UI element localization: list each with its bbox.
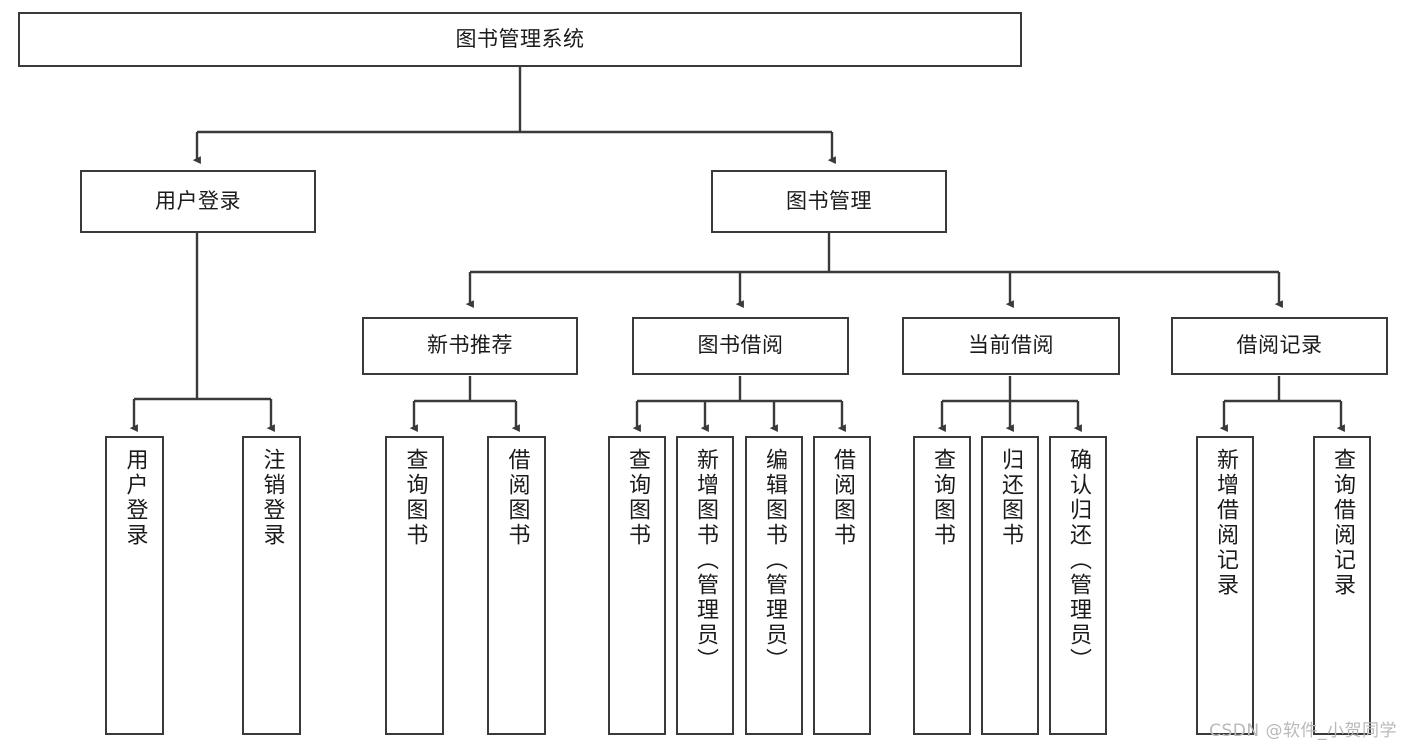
leaf-query-book-borrow[interactable]: 查询图书 [608,436,666,735]
leaf-query-book-current-label: 查询图书 [930,448,955,548]
node-new-book-recommend-label: 新书推荐 [427,333,513,358]
node-new-book-recommend[interactable]: 新书推荐 [362,317,578,375]
leaf-borrow-book-rec[interactable]: 借阅图书 [487,436,546,735]
node-book-manage[interactable]: 图书管理 [711,170,947,233]
leaf-edit-book-admin-label: 编辑图书（管理员） [762,448,787,673]
leaf-query-book-current[interactable]: 查询图书 [913,436,971,735]
csdn-watermark: CSDN @软件_小贺同学 [1209,721,1397,741]
leaf-confirm-return-admin[interactable]: 确认归还（管理员） [1049,436,1107,735]
node-book-borrow[interactable]: 图书借阅 [632,317,849,375]
leaf-borrow-book[interactable]: 借阅图书 [813,436,871,735]
leaf-user-login-label: 用户登录 [122,448,148,548]
node-current-borrow[interactable]: 当前借阅 [902,317,1120,375]
node-user-login[interactable]: 用户登录 [80,170,316,233]
leaf-add-book-admin[interactable]: 新增图书（管理员） [676,436,734,735]
leaf-add-borrow-record-label: 新增借阅记录 [1213,448,1238,598]
leaf-user-logout-label: 注销登录 [259,448,285,548]
leaf-borrow-book-label: 借阅图书 [830,448,855,548]
node-borrow-record-label: 借阅记录 [1236,333,1323,358]
leaf-user-logout[interactable]: 注销登录 [242,436,301,735]
leaf-query-book-rec-label: 查询图书 [402,448,428,548]
leaf-query-borrow-record-label: 查询借阅记录 [1330,448,1355,598]
leaf-edit-book-admin[interactable]: 编辑图书（管理员） [745,436,803,735]
node-user-login-label: 用户登录 [155,188,241,213]
node-root[interactable]: 图书管理系统 [18,12,1022,67]
leaf-return-book[interactable]: 归还图书 [981,436,1039,735]
leaf-add-book-admin-label: 新增图书（管理员） [693,448,718,673]
node-book-borrow-label: 图书借阅 [697,333,784,358]
node-root-label: 图书管理系统 [455,26,585,51]
node-current-borrow-label: 当前借阅 [968,333,1054,358]
leaf-return-book-label: 归还图书 [998,448,1023,548]
leaf-query-borrow-record[interactable]: 查询借阅记录 [1313,436,1371,735]
node-book-manage-label: 图书管理 [786,188,872,213]
node-borrow-record[interactable]: 借阅记录 [1171,317,1388,375]
leaf-query-book-rec[interactable]: 查询图书 [385,436,444,735]
leaf-confirm-return-admin-label: 确认归还（管理员） [1066,448,1091,673]
leaf-query-book-borrow-label: 查询图书 [625,448,650,548]
leaf-borrow-book-rec-label: 借阅图书 [504,448,530,548]
leaf-user-login[interactable]: 用户登录 [105,436,164,735]
leaf-add-borrow-record[interactable]: 新增借阅记录 [1196,436,1254,735]
